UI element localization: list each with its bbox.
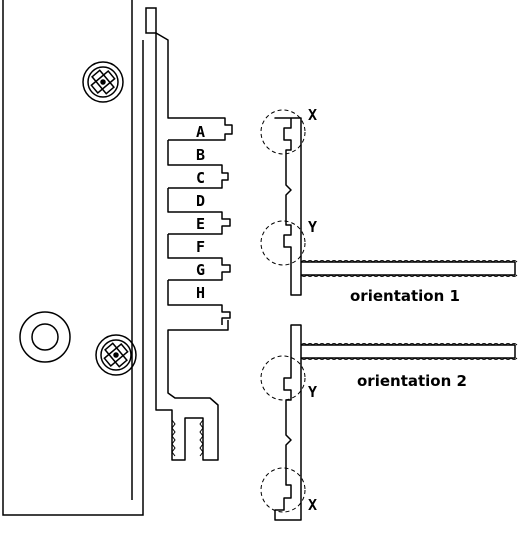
slot-label-f: F bbox=[196, 238, 205, 256]
serrated-edge bbox=[300, 357, 518, 360]
serrated-edge bbox=[300, 343, 518, 346]
phillips-screw-icon bbox=[95, 334, 137, 376]
caption-orientation-2: orientation 2 bbox=[357, 372, 467, 390]
detail-label-x-bottom: X bbox=[308, 496, 317, 514]
slot-label-d: D bbox=[196, 192, 205, 210]
slot-bracket bbox=[155, 32, 229, 461]
thread-detail bbox=[171, 419, 204, 457]
slot-tabs bbox=[167, 100, 233, 325]
slot-labels: A B C D E F G H bbox=[196, 123, 205, 302]
round-standoff-icon bbox=[19, 311, 71, 363]
slot-label-h: H bbox=[196, 284, 205, 302]
phillips-screw-icon bbox=[82, 61, 124, 103]
slot-label-b: B bbox=[196, 146, 205, 164]
slot-label-e: E bbox=[196, 215, 205, 233]
detail-circles bbox=[260, 109, 306, 513]
orientation-1-bracket bbox=[274, 117, 516, 296]
slot-label-g: G bbox=[196, 261, 205, 279]
orientation-2-bracket bbox=[274, 324, 516, 521]
caption-orientation-1: orientation 1 bbox=[350, 287, 460, 305]
slot-label-c: C bbox=[196, 169, 205, 187]
detail-label-y-bottom: Y bbox=[308, 383, 317, 401]
chassis-panel bbox=[2, 0, 157, 516]
detail-label-y-top: Y bbox=[308, 218, 317, 236]
serrated-edge bbox=[300, 274, 518, 277]
detail-label-x-top: X bbox=[308, 106, 317, 124]
serrated-edge bbox=[300, 260, 518, 263]
slot-label-a: A bbox=[196, 123, 205, 141]
